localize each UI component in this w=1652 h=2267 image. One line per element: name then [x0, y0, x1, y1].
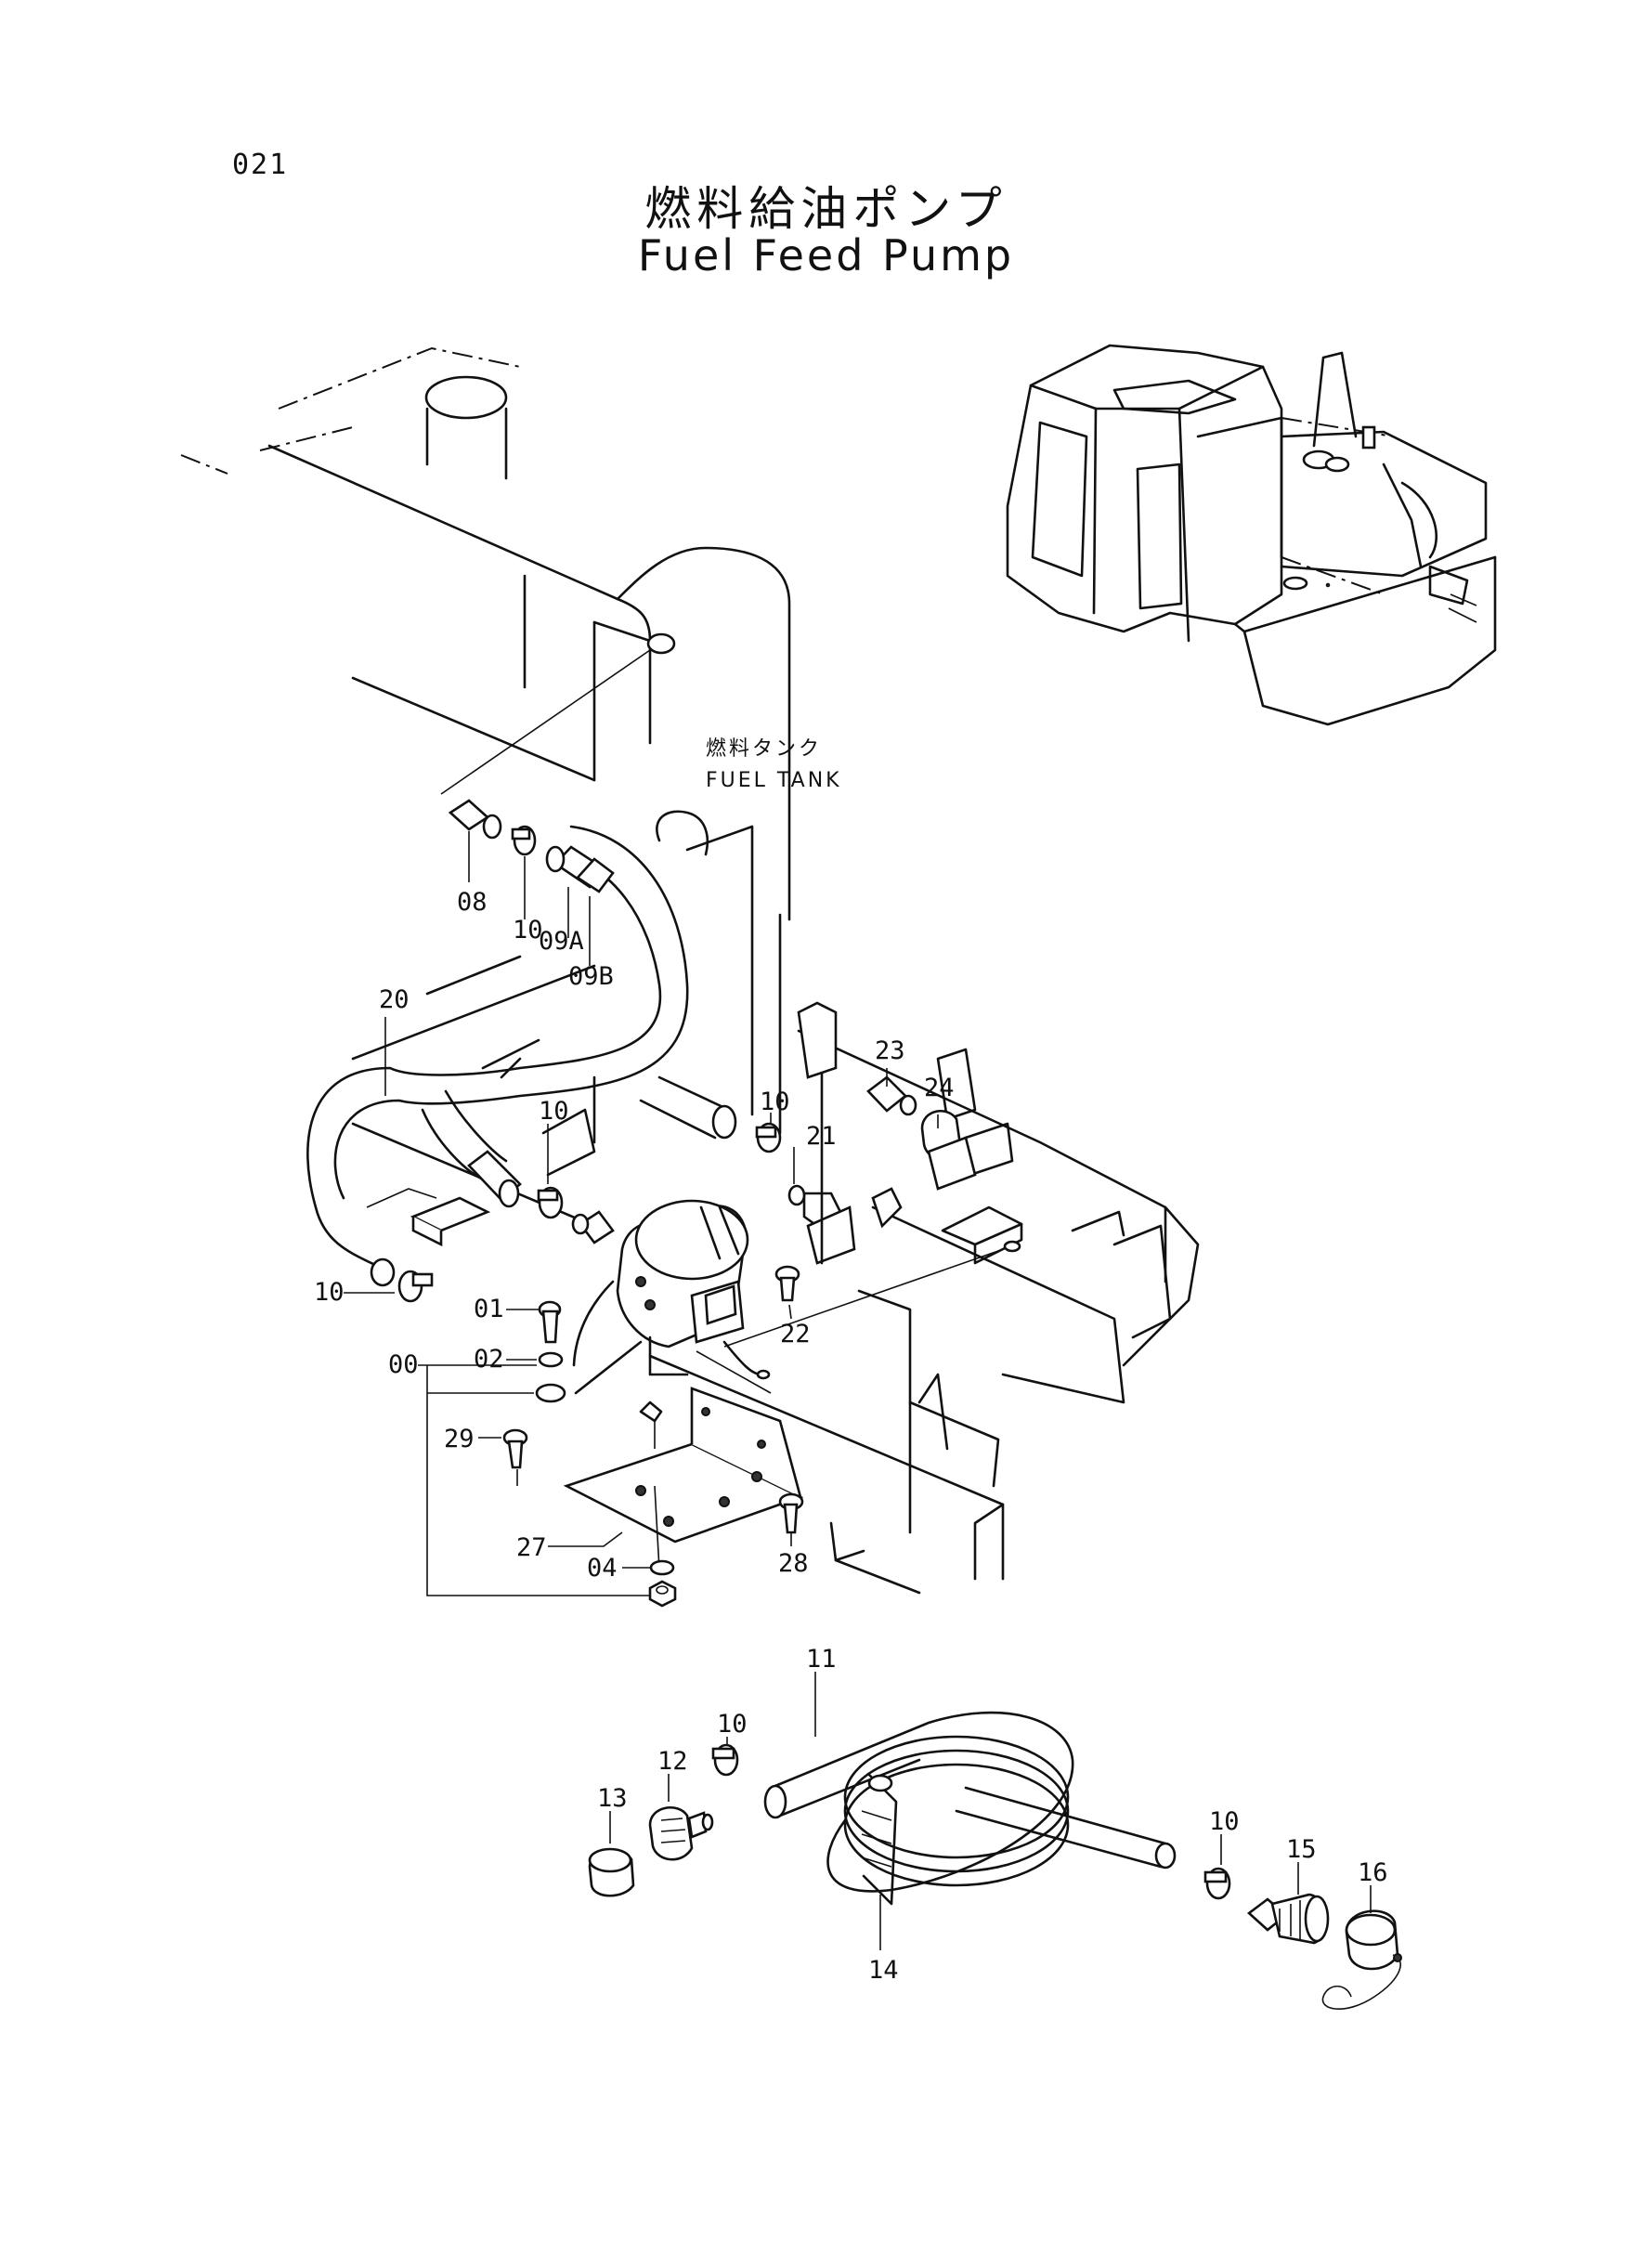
fitting-23-icon [866, 1075, 917, 1116]
title-japanese: 燃料給油ポンプ [644, 182, 1008, 236]
washer-04-icon [649, 1559, 675, 1576]
hose-clamp-icon [1203, 1867, 1231, 1900]
fuel-pump-icon [571, 1199, 771, 1395]
pad-icon [366, 1188, 491, 1247]
callout-10e: 10 [717, 1710, 748, 1739]
mounting-plate-27-icon [563, 1387, 804, 1570]
hose-end [370, 1257, 396, 1287]
callout-11: 11 [806, 1645, 837, 1674]
hose-fitting-09 [545, 845, 615, 893]
callout-20: 20 [379, 985, 410, 1014]
callout-15: 15 [1286, 1835, 1317, 1864]
callout-10c: 10 [760, 1088, 790, 1116]
hose-clamp-icon [511, 825, 537, 856]
bracket-21-icon [787, 1048, 856, 1265]
callout-23: 23 [875, 1036, 905, 1065]
bolt-01-icon [538, 1300, 562, 1344]
fuel-tank-label-en: FUEL TANK [706, 769, 842, 792]
bolt-22-icon [774, 1265, 800, 1302]
excavator-overview-icon [1006, 344, 1497, 726]
callout-10d: 10 [314, 1278, 345, 1307]
callout-13: 13 [597, 1784, 628, 1813]
washer-02-icon [538, 1351, 564, 1368]
callout-27: 27 [516, 1533, 547, 1562]
callout-08: 08 [457, 888, 488, 917]
fitting-08-icon [448, 799, 502, 840]
callout-22: 22 [780, 1320, 811, 1348]
hose-assembly [306, 825, 737, 1270]
callout-10b: 10 [539, 1097, 569, 1126]
callout-14: 14 [868, 1956, 899, 1985]
hose-clamp-icon [711, 1743, 739, 1777]
callout-28: 28 [778, 1549, 809, 1578]
fuel-tank-label: 燃料タンク FUEL TANK [706, 734, 842, 797]
callout-00: 00 [388, 1350, 419, 1379]
hose-clamp-icon [397, 1270, 434, 1303]
clip-bracket [797, 1001, 977, 1229]
callout-10a: 10 [513, 916, 543, 945]
coupler-15-icon [1246, 1893, 1330, 1945]
plug-12-icon [648, 1806, 714, 1861]
callout-10f: 10 [1209, 1807, 1240, 1836]
callout-29: 29 [444, 1425, 475, 1453]
callout-12: 12 [657, 1747, 688, 1776]
nut-00-icon [648, 1580, 677, 1608]
fuel-tank-label-jp: 燃料タンク [706, 737, 823, 761]
dust-cap-16-icon [1321, 1909, 1402, 2010]
bolt-28-icon [778, 1492, 804, 1534]
washer-00-icon [535, 1383, 566, 1403]
callout-04: 04 [587, 1554, 618, 1583]
callout-labels: 08 10 09A 09B 20 10 10 23 24 21 10 01 02… [314, 888, 1388, 1985]
callout-24: 24 [924, 1074, 955, 1102]
page-number: 021 [232, 149, 289, 181]
cap-13-icon [588, 1847, 635, 1897]
hose-coil-icon [763, 1711, 1177, 1906]
bolt-29-icon [502, 1428, 528, 1486]
callout-09b: 09B [568, 962, 614, 991]
callout-16: 16 [1358, 1858, 1388, 1887]
hose-clamp-icon [537, 1186, 564, 1219]
hose-fitting-lower [467, 1150, 522, 1208]
callout-09a: 09A [539, 927, 584, 956]
callout-21: 21 [806, 1122, 837, 1151]
hose-clamp-icon [755, 1122, 782, 1153]
leader-lines [344, 831, 939, 1596]
callout-02: 02 [474, 1345, 504, 1374]
title-english: Fuel Feed Pump [637, 230, 1015, 280]
callout-01: 01 [474, 1295, 504, 1323]
